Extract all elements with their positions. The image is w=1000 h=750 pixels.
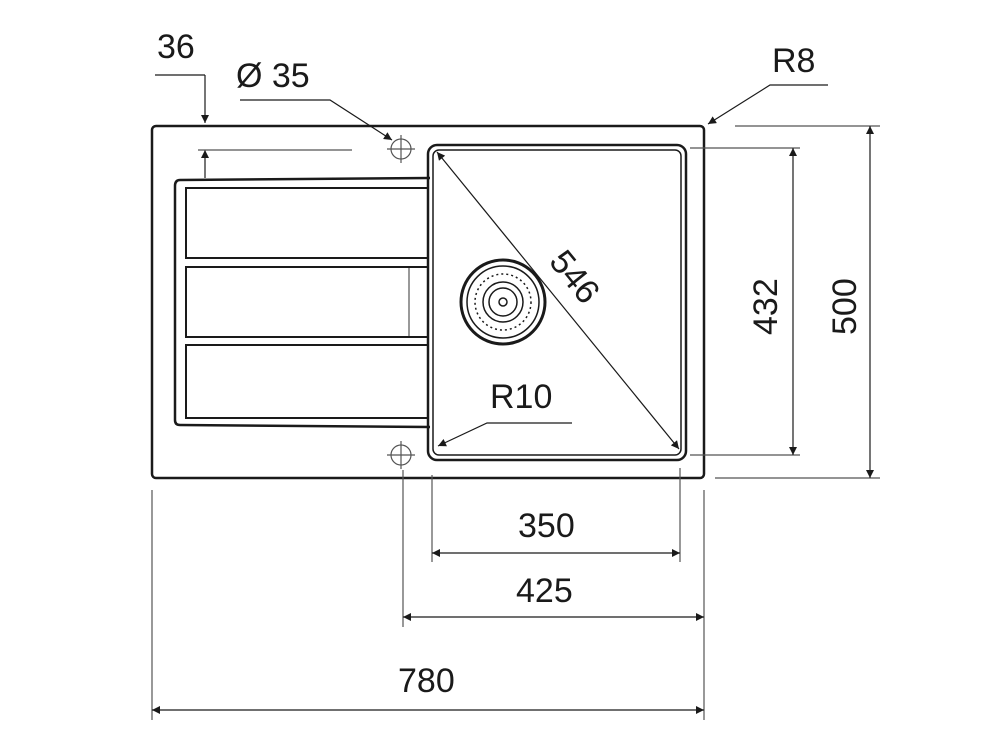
dim-350: 350: [431, 468, 681, 562]
drainboard: [173, 176, 431, 429]
svg-text:546: 546: [542, 243, 607, 311]
tap-hole-bottom: [387, 441, 415, 469]
drain-icon: [459, 258, 547, 346]
svg-text:432: 432: [747, 278, 785, 335]
sink-outline: [150, 124, 706, 480]
svg-text:Ø 35: Ø 35: [236, 57, 310, 95]
dim-r8: R8: [707, 42, 828, 125]
svg-text:425: 425: [516, 572, 573, 610]
svg-text:R8: R8: [772, 42, 815, 80]
dim-432: 432: [690, 147, 800, 456]
svg-text:R10: R10: [490, 378, 552, 416]
svg-text:500: 500: [826, 278, 864, 335]
dim-425: 425: [402, 470, 705, 720]
dim-780: 780: [151, 490, 704, 720]
dim-500: 500: [715, 125, 880, 479]
svg-text:36: 36: [157, 28, 195, 66]
tap-hole-top: [387, 135, 415, 163]
dim-r10: R10: [437, 378, 572, 447]
bowl: [426, 143, 688, 462]
svg-text:350: 350: [518, 507, 575, 545]
dim-hole-diameter: Ø 35: [236, 57, 393, 141]
dim-36: 36: [155, 28, 352, 178]
dim-546: 546: [436, 151, 680, 450]
svg-text:780: 780: [398, 662, 455, 700]
